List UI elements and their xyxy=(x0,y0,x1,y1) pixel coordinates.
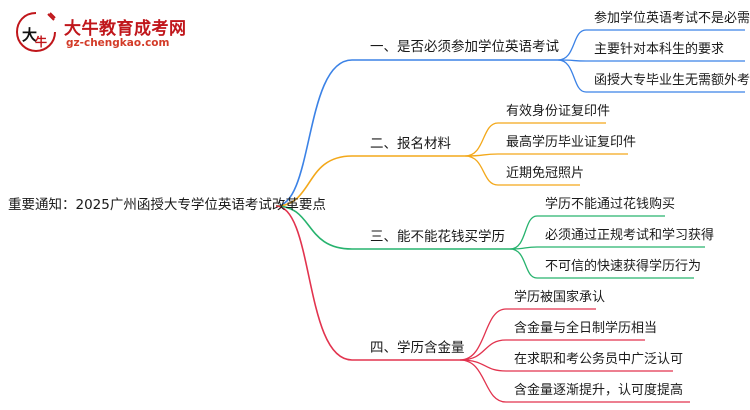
branch-2-leaf-3: 近期免冠照片 xyxy=(506,166,585,181)
connector-branch-2-leaf-1 xyxy=(464,122,499,157)
svg-text:大: 大 xyxy=(22,26,37,44)
branch-1-leaf-3: 函授大专毕业生无需额外考试 xyxy=(594,73,750,88)
branch-3-leaf-3: 不可信的快速获得学历行为 xyxy=(545,259,702,274)
branch-2-leaf-1: 有效身份证复印件 xyxy=(506,104,611,119)
branch-1-label: 一、是否必须参加学位英语考试 xyxy=(370,39,559,55)
connector-root-branch-3 xyxy=(275,205,353,250)
root-node: 重要通知：2025广州函授大专学位英语考试改革要点 xyxy=(8,197,326,213)
branch-2-leaf-2: 最高学历毕业证复印件 xyxy=(506,135,637,150)
connector-branch-1-leaf-3 xyxy=(557,59,587,93)
branch-2-label: 二、报名材料 xyxy=(370,136,451,152)
connector-branch-2-leaf-3 xyxy=(464,155,499,186)
connector-root-branch-2 xyxy=(275,155,353,207)
branch-1-leaf-1: 参加学位英语考试不是必需 xyxy=(594,11,750,26)
branch-3-leaf-1: 学历不能通过花钱购买 xyxy=(545,197,676,212)
branch-4-leaf-2: 含金量与全日制学历相当 xyxy=(514,321,658,336)
connector-branch-1-leaf-1 xyxy=(557,29,587,61)
site-logo[interactable]: 大 牛 大牛教育成考网 gz-chengkao.com xyxy=(14,8,186,56)
connector-root-branch-1 xyxy=(275,59,353,207)
branch-4-leaf-1: 学历被国家承认 xyxy=(514,290,606,305)
branch-4-leaf-3: 在求职和考公务员中广泛认可 xyxy=(514,352,684,367)
connector-branch-4-leaf-4 xyxy=(459,359,507,403)
branch-3-label: 三、能不能花钱买学历 xyxy=(370,229,505,245)
connector-branch-3-leaf-1 xyxy=(509,215,538,250)
connector-root-branch-4 xyxy=(275,205,353,361)
branch-1-leaf-2: 主要针对本科生的要求 xyxy=(594,42,725,57)
connector-branch-4-leaf-1 xyxy=(459,308,507,361)
connector-branch-3-leaf-3 xyxy=(509,248,538,279)
branch-3-leaf-2: 必须通过正规考试和学习获得 xyxy=(545,228,715,243)
logo-domain: gz-chengkao.com xyxy=(66,37,170,49)
branch-4-leaf-4: 含金量逐渐提升，认可度提高 xyxy=(514,383,684,398)
logo-mark-icon: 大 牛 xyxy=(15,12,56,53)
logo-name: 大牛教育成考网 xyxy=(64,19,187,39)
branch-4-label: 四、学历含金量 xyxy=(370,340,465,356)
connector-branch-4-leaf-2 xyxy=(459,339,507,361)
svg-text:牛: 牛 xyxy=(35,34,47,49)
